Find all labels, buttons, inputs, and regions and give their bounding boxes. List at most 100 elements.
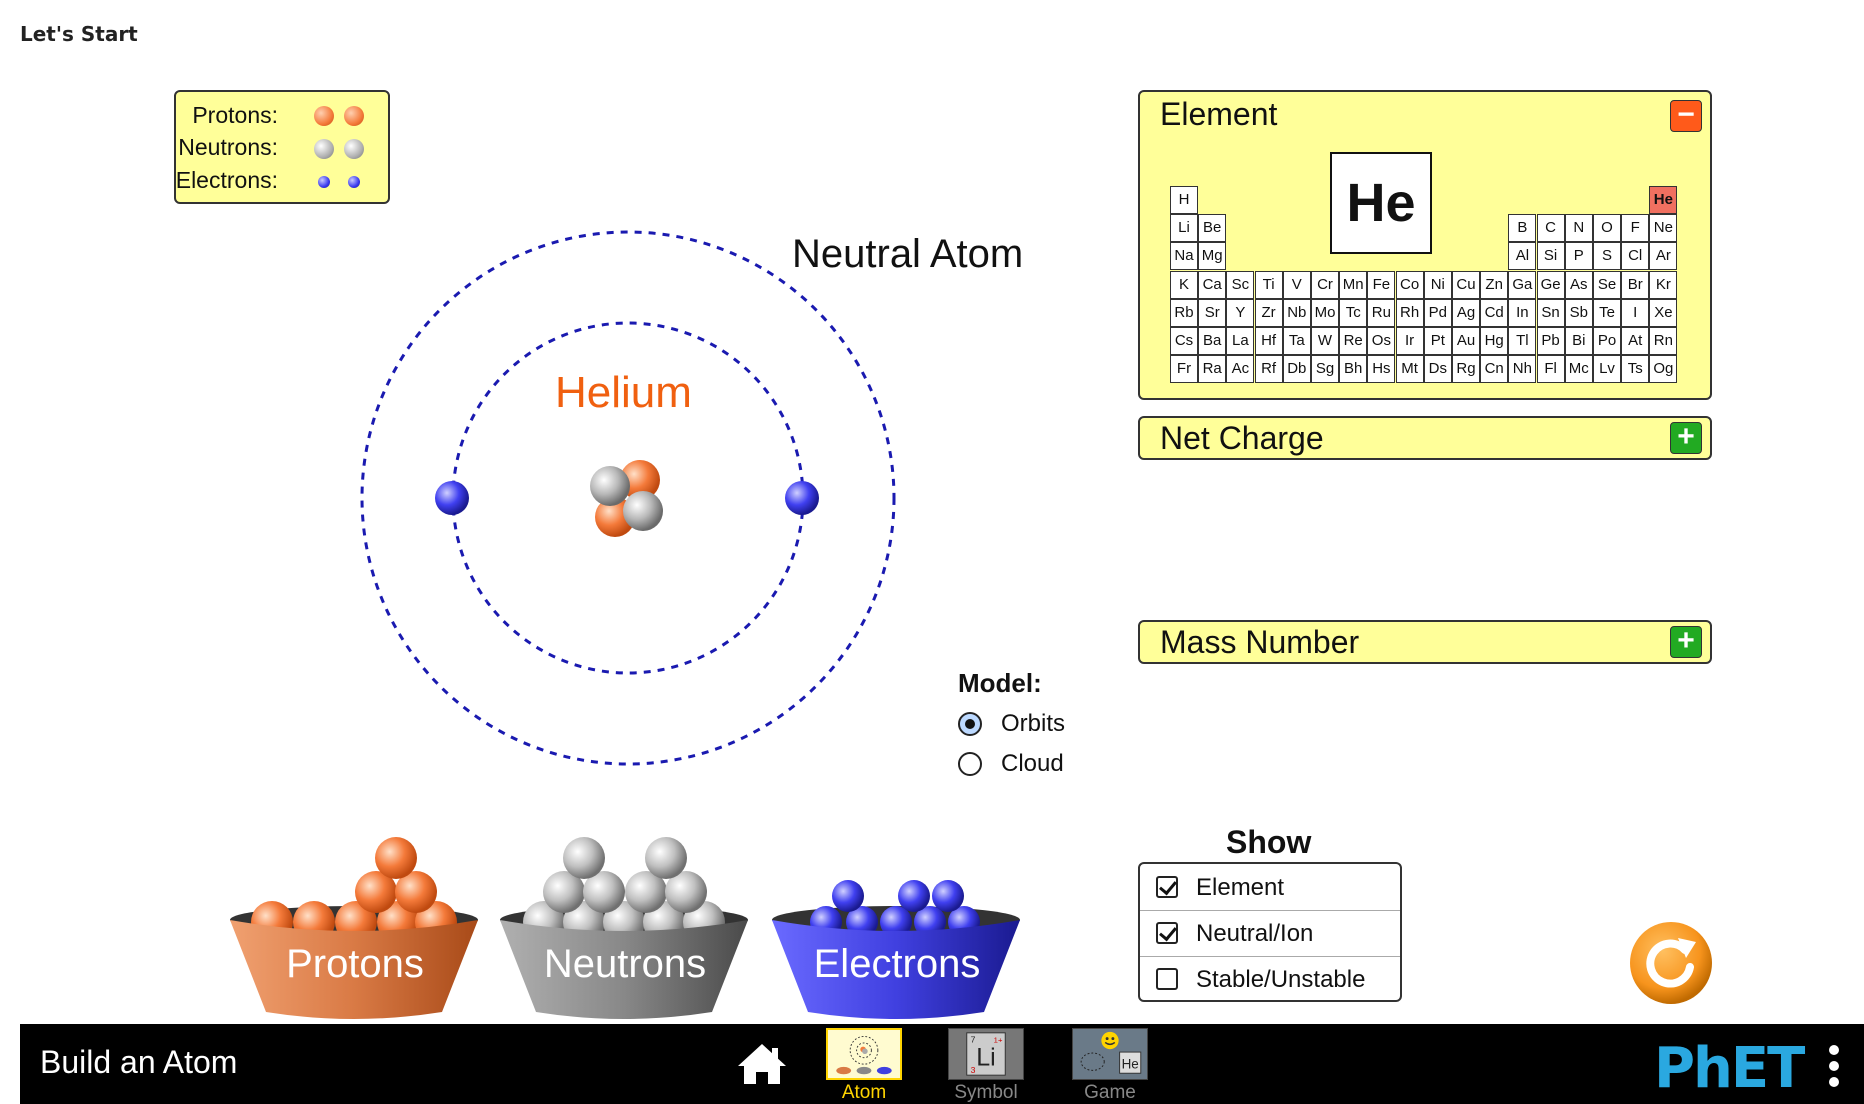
periodic-table-cell[interactable]: I [1621, 298, 1650, 327]
periodic-table-cell[interactable]: Os [1367, 327, 1396, 355]
periodic-table-cell[interactable]: Cr [1311, 270, 1339, 299]
tab-symbol[interactable]: Li 7 1+ 3 Symbol [948, 1028, 1024, 1104]
periodic-table-cell[interactable]: Ru [1367, 298, 1396, 327]
periodic-table-cell[interactable]: Br [1621, 270, 1650, 299]
tab-atom[interactable]: Atom [826, 1028, 902, 1104]
periodic-table-cell[interactable]: Si [1536, 242, 1565, 271]
periodic-table-cell[interactable]: Al [1508, 242, 1537, 271]
periodic-table-cell[interactable]: La [1226, 327, 1255, 355]
reset-all-button[interactable] [1628, 920, 1714, 1006]
periodic-table-cell[interactable]: Ir [1395, 327, 1424, 355]
collapse-button[interactable]: − [1670, 100, 1702, 132]
periodic-table-cell[interactable]: Au [1452, 327, 1480, 355]
periodic-table-cell[interactable]: Co [1395, 270, 1424, 299]
periodic-table-cell[interactable]: Ge [1536, 270, 1565, 299]
periodic-table-cell[interactable]: Ca [1198, 270, 1227, 299]
periodic-table-cell[interactable]: He [1649, 186, 1678, 214]
periodic-table-cell[interactable]: Mo [1311, 298, 1339, 327]
periodic-table-cell[interactable]: As [1564, 270, 1593, 299]
periodic-table-cell[interactable]: Re [1339, 327, 1368, 355]
periodic-table-cell[interactable]: Ra [1198, 355, 1227, 384]
checkbox[interactable] [1156, 968, 1178, 990]
periodic-table-cell[interactable]: Te [1593, 298, 1621, 327]
periodic-table-cell[interactable]: Pb [1536, 327, 1565, 355]
show-neutral-ion-checkbox[interactable]: Neutral/Ion [1140, 910, 1400, 957]
periodic-table-cell[interactable]: W [1311, 327, 1339, 355]
periodic-table-cell[interactable]: Nh [1508, 355, 1537, 384]
periodic-table-cell[interactable]: Og [1649, 355, 1678, 384]
periodic-table-cell[interactable]: Pd [1423, 298, 1452, 327]
periodic-table-cell[interactable]: Na [1170, 242, 1198, 271]
periodic-table-cell[interactable]: Ne [1649, 214, 1678, 243]
periodic-table-cell[interactable]: Lv [1593, 355, 1621, 384]
periodic-table-cell[interactable]: Hs [1367, 355, 1396, 384]
expand-button[interactable]: + [1670, 422, 1702, 454]
periodic-table-cell[interactable]: Ts [1621, 355, 1650, 384]
electrons-bucket[interactable] [772, 880, 1020, 1019]
periodic-table-cell[interactable]: N [1564, 214, 1593, 243]
periodic-table-cell[interactable]: Bi [1564, 327, 1593, 355]
periodic-table-cell[interactable]: Bh [1339, 355, 1368, 384]
periodic-table-cell[interactable]: V [1282, 270, 1311, 299]
periodic-table-cell[interactable]: Ds [1423, 355, 1452, 384]
periodic-table-cell[interactable]: Rh [1395, 298, 1424, 327]
periodic-table-cell[interactable]: Ni [1423, 270, 1452, 299]
periodic-table-cell[interactable]: Cn [1480, 355, 1509, 384]
periodic-table-cell[interactable]: At [1621, 327, 1650, 355]
periodic-table-cell[interactable]: Ta [1282, 327, 1311, 355]
periodic-table-cell[interactable]: K [1170, 270, 1198, 299]
periodic-table-cell[interactable]: Be [1198, 214, 1227, 243]
periodic-table-cell[interactable]: Y [1226, 298, 1255, 327]
periodic-table-cell[interactable]: Kr [1649, 270, 1678, 299]
periodic-table-cell[interactable]: S [1593, 242, 1621, 271]
neutron[interactable] [623, 491, 663, 531]
periodic-table-cell[interactable]: Ti [1254, 270, 1283, 299]
periodic-table-cell[interactable]: Sr [1198, 298, 1227, 327]
periodic-table-cell[interactable]: Po [1593, 327, 1621, 355]
periodic-table-cell[interactable]: Ga [1508, 270, 1537, 299]
proton[interactable] [620, 460, 660, 500]
electron[interactable] [435, 481, 469, 515]
periodic-table-cell[interactable]: Tl [1508, 327, 1537, 355]
periodic-table-cell[interactable]: Ag [1452, 298, 1480, 327]
periodic-table-cell[interactable]: H [1170, 186, 1198, 214]
periodic-table-cell[interactable]: O [1593, 214, 1621, 243]
show-stable-unstable-checkbox[interactable]: Stable/Unstable [1140, 956, 1400, 1002]
checkbox[interactable] [1156, 876, 1178, 898]
periodic-table-cell[interactable]: C [1536, 214, 1565, 243]
periodic-table-cell[interactable]: P [1564, 242, 1593, 271]
periodic-table-cell[interactable]: B [1508, 214, 1537, 243]
periodic-table-cell[interactable]: Ac [1226, 355, 1255, 384]
periodic-table-cell[interactable]: Nb [1282, 298, 1311, 327]
periodic-table-cell[interactable]: Sn [1536, 298, 1565, 327]
periodic-table-cell[interactable]: Mg [1198, 242, 1227, 271]
home-icon[interactable] [736, 1042, 788, 1086]
periodic-table-cell[interactable]: Rb [1170, 298, 1198, 327]
periodic-table-cell[interactable]: Mc [1564, 355, 1593, 384]
atom-view[interactable] [340, 210, 920, 790]
periodic-table-cell[interactable]: Pt [1423, 327, 1452, 355]
periodic-table-cell[interactable]: In [1508, 298, 1537, 327]
phet-logo[interactable]: PhET [1654, 1036, 1805, 1101]
periodic-table-cell[interactable]: Mn [1339, 270, 1368, 299]
expand-button[interactable]: + [1670, 626, 1702, 658]
periodic-table-cell[interactable]: Sg [1311, 355, 1339, 384]
electron[interactable] [785, 481, 819, 515]
periodic-table-cell[interactable]: Fl [1536, 355, 1565, 384]
periodic-table-cell[interactable]: Cl [1621, 242, 1650, 271]
periodic-table-cell[interactable]: Hg [1480, 327, 1509, 355]
periodic-table-cell[interactable]: Fr [1170, 355, 1198, 384]
periodic-table-cell[interactable]: Cs [1170, 327, 1198, 355]
periodic-table-cell[interactable]: Ar [1649, 242, 1678, 271]
periodic-table-cell[interactable]: Ba [1198, 327, 1227, 355]
neutron[interactable] [590, 466, 630, 506]
periodic-table-cell[interactable]: Rn [1649, 327, 1678, 355]
periodic-table-cell[interactable]: Rf [1254, 355, 1283, 384]
periodic-table-cell[interactable]: Zn [1480, 270, 1509, 299]
periodic-table-cell[interactable]: Tc [1339, 298, 1368, 327]
periodic-table-cell[interactable]: Sb [1564, 298, 1593, 327]
periodic-table-cell[interactable]: Cd [1480, 298, 1509, 327]
periodic-table-cell[interactable]: Sc [1226, 270, 1255, 299]
periodic-table-cell[interactable]: Zr [1254, 298, 1283, 327]
periodic-table-cell[interactable]: Rg [1452, 355, 1480, 384]
